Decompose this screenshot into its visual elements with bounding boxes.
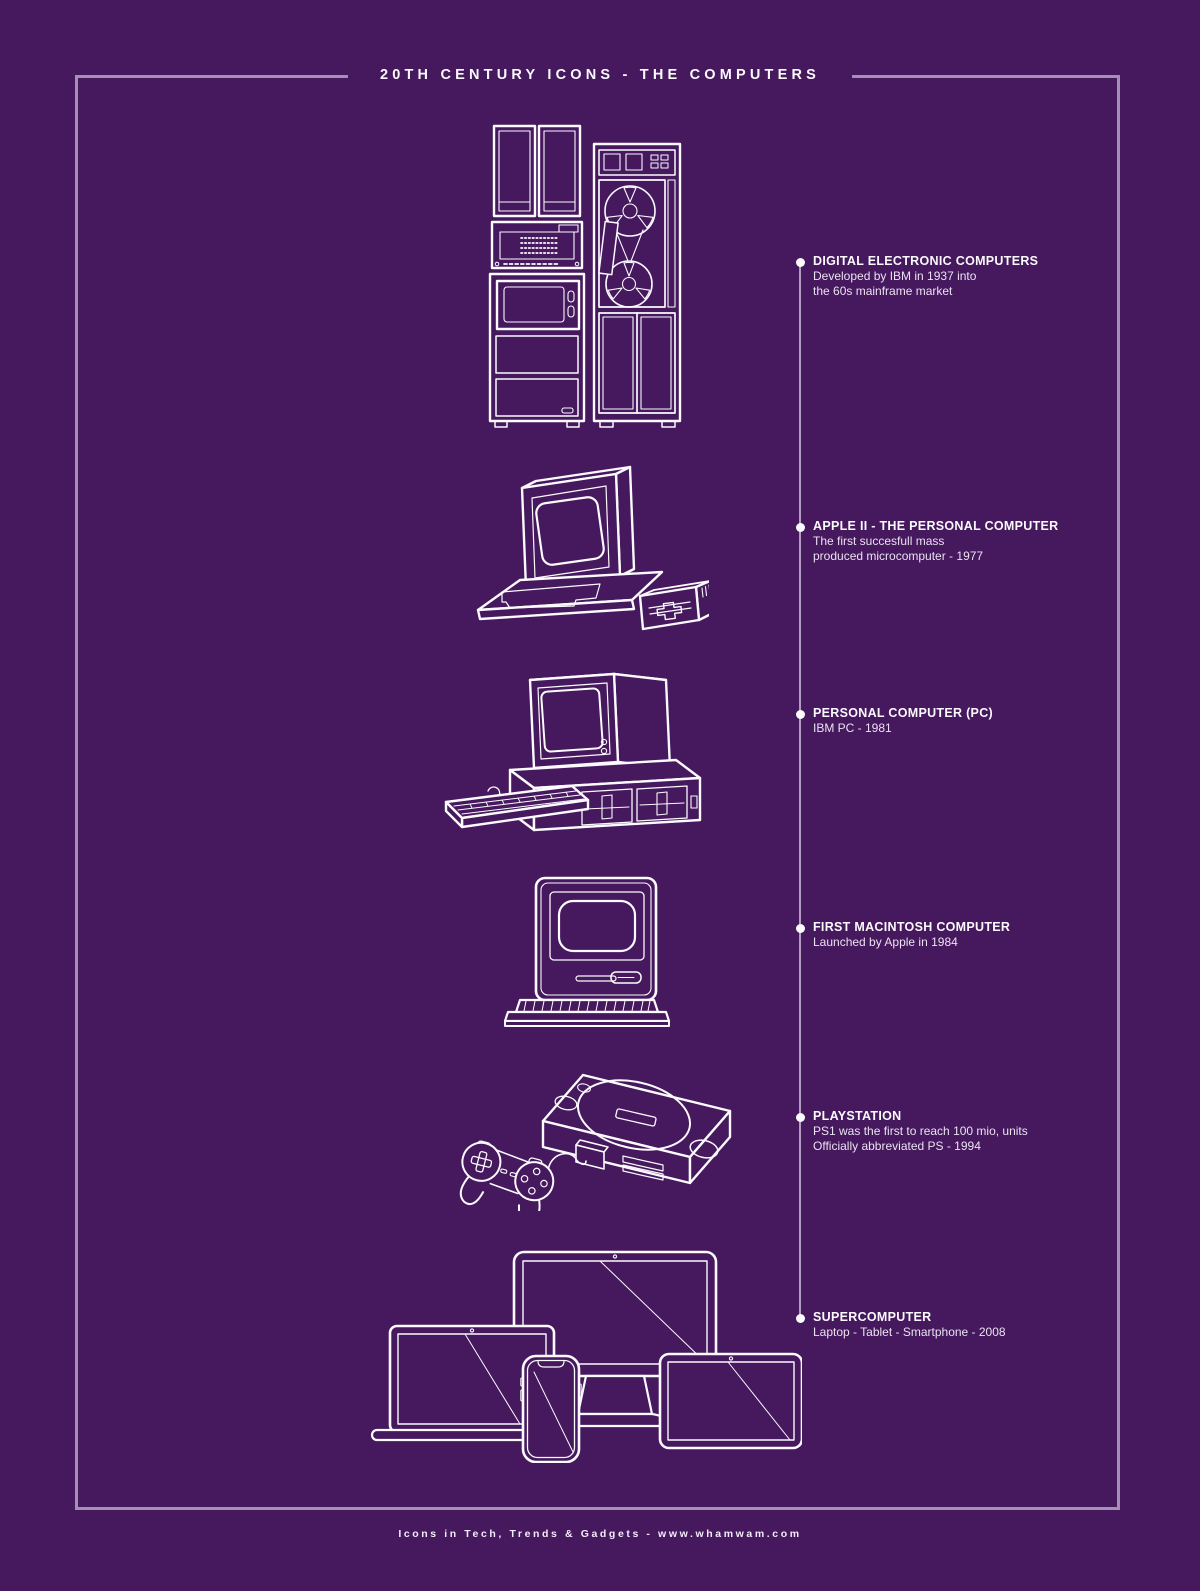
timeline-dot	[795, 1112, 805, 1122]
mainframe-illustration	[488, 124, 682, 428]
poster-footer: Icons in Tech, Trends & Gadgets - www.wh…	[398, 1528, 802, 1540]
timeline-entry-supercomputer: SUPERCOMPUTER Laptop - Tablet - Smartpho…	[813, 1310, 1083, 1340]
entry-title: SUPERCOMPUTER	[813, 1310, 932, 1324]
timeline-dot	[795, 1313, 805, 1323]
entry-desc: Laptop - Tablet - Smartphone - 2008	[813, 1325, 1006, 1339]
entry-desc: PS1 was the first to reach 100 mio, unit…	[813, 1124, 1028, 1153]
entry-desc: Developed by IBM in 1937 into the 60s ma…	[813, 269, 977, 298]
entry-desc: Launched by Apple in 1984	[813, 935, 958, 949]
timeline-entry-macintosh: FIRST MACINTOSH COMPUTER Launched by App…	[813, 920, 1083, 950]
macintosh-illustration	[503, 876, 671, 1027]
timeline-entry-mainframe: DIGITAL ELECTRONIC COMPUTERS Developed b…	[813, 254, 1083, 299]
entry-desc: IBM PC - 1981	[813, 721, 892, 735]
timeline-dot	[795, 522, 805, 532]
entry-title: PERSONAL COMPUTER (PC)	[813, 706, 993, 720]
playstation-illustration	[459, 1073, 732, 1211]
timeline-dot	[795, 257, 805, 267]
timeline-dot	[795, 923, 805, 933]
entry-title: APPLE II - THE PERSONAL COMPUTER	[813, 519, 1059, 533]
entry-title: DIGITAL ELECTRONIC COMPUTERS	[813, 254, 1039, 268]
apple-ii-illustration	[476, 465, 709, 631]
timeline-entry-playstation: PLAYSTATION PS1 was the first to reach 1…	[813, 1109, 1083, 1154]
entry-title: FIRST MACINTOSH COMPUTER	[813, 920, 1011, 934]
entry-title: PLAYSTATION	[813, 1109, 902, 1123]
timeline-dot	[795, 709, 805, 719]
timeline-entry-ibm-pc: PERSONAL COMPUTER (PC) IBM PC - 1981	[813, 706, 1083, 736]
timeline-line	[799, 262, 801, 1318]
ibm-pc-illustration	[444, 672, 702, 832]
timeline-entry-apple-ii: APPLE II - THE PERSONAL COMPUTER The fir…	[813, 519, 1083, 564]
entry-desc: The first succesfull mass produced micro…	[813, 534, 984, 563]
devices-illustration	[370, 1250, 802, 1463]
